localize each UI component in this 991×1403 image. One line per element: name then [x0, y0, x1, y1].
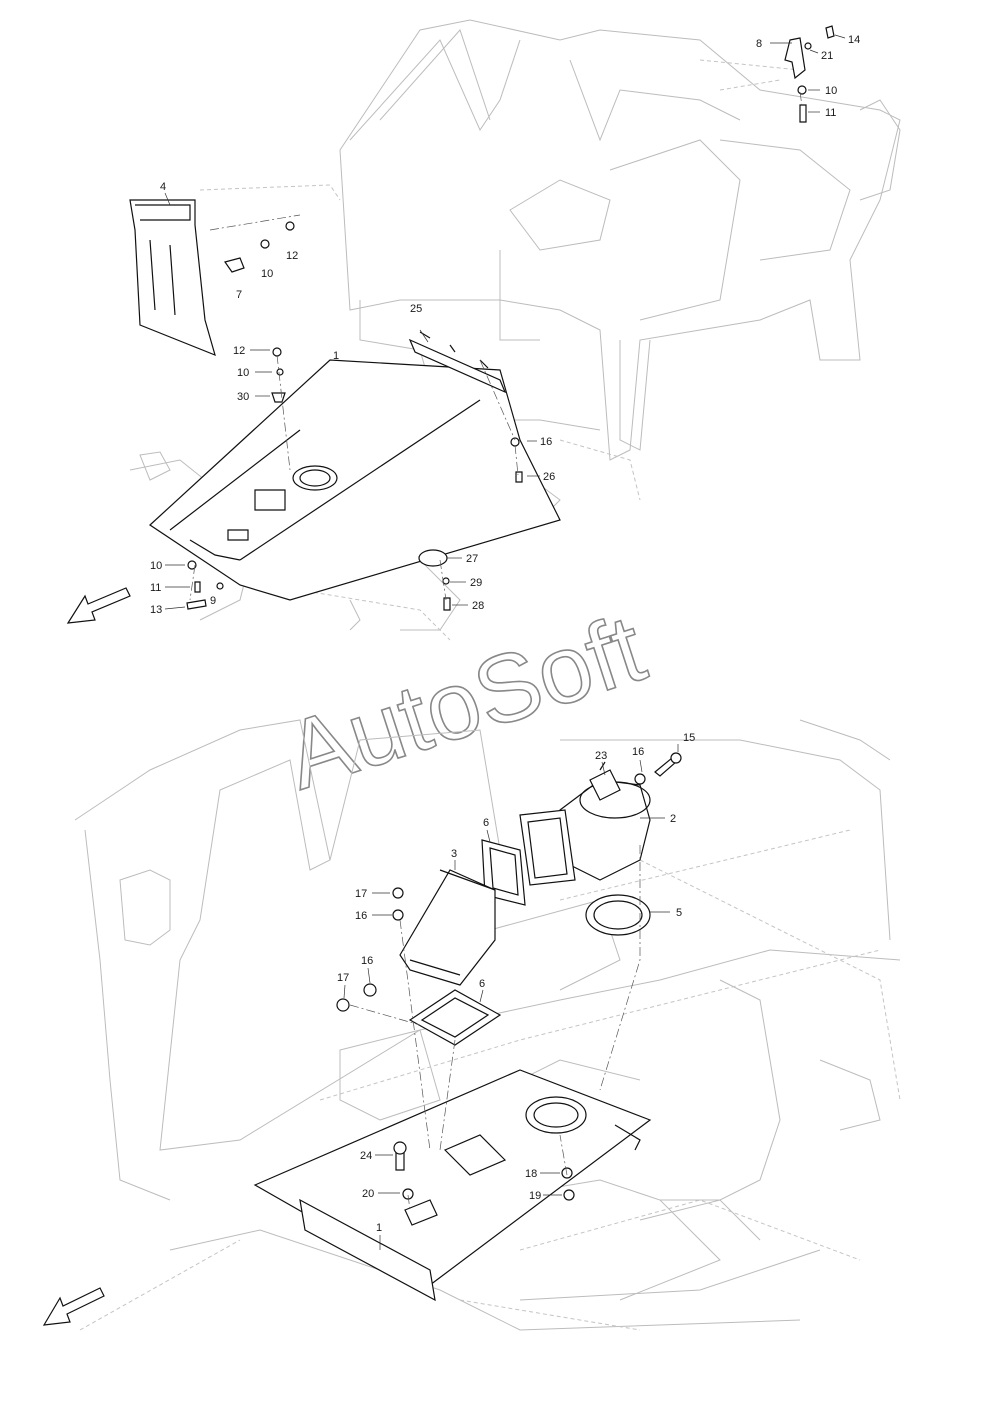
gasket-part-27: [418, 549, 448, 567]
callout-11: 11: [825, 107, 836, 119]
shield-part-4: [129, 199, 216, 357]
callout-21: 21: [821, 50, 833, 62]
callout-25: 25: [410, 303, 422, 315]
duct-part-3: [399, 869, 496, 986]
callout-28: 28: [472, 600, 484, 612]
callout-19: 19: [529, 1190, 541, 1202]
callout-23: 23: [595, 750, 607, 762]
plate-part-1: [149, 359, 561, 601]
callout-26: 26: [543, 471, 555, 483]
bottom-callouts: 23 16 15 2 6 3 17 16 5 16 17 6 24 20 18 …: [337, 732, 695, 1234]
bottom-assembly-lines: [349, 845, 641, 1211]
callout-18: 18: [525, 1168, 537, 1180]
callout-5: 5: [676, 907, 682, 919]
callout-16: 16: [355, 910, 367, 922]
callout-8: 8: [756, 38, 762, 50]
bottom-fasteners: [336, 773, 646, 1201]
bracket-part-8: [784, 37, 806, 80]
callout-4: 4: [160, 181, 166, 193]
callout-10: 10: [237, 367, 249, 379]
callout-14: 14: [848, 34, 860, 46]
callout-11: 11: [150, 582, 161, 594]
callout-9: 9: [210, 595, 216, 607]
callout-6: 6: [479, 978, 485, 990]
ring-part-5: [585, 894, 651, 936]
top-callouts: 4 12 10 7 8 14 21 10 11 25 12 1 10 30 16…: [150, 34, 860, 616]
plate-part-1-bottom: [253, 1069, 652, 1302]
callout-10: 10: [261, 268, 273, 280]
callout-16: 16: [632, 746, 644, 758]
callout-17: 17: [337, 972, 349, 984]
blower-part-2: [519, 779, 651, 886]
callout-16: 16: [361, 955, 373, 967]
top-fasteners: [186, 25, 835, 611]
gasket-part-6-lower: [408, 989, 502, 1046]
callout-24: 24: [360, 1150, 372, 1162]
callout-17: 17: [355, 888, 367, 900]
callout-15: 15: [683, 732, 695, 744]
callout-7: 7: [236, 289, 242, 301]
callout-6: 6: [483, 817, 489, 829]
callout-1: 1: [376, 1222, 382, 1234]
direction-arrow-icon: [66, 587, 131, 624]
top-assembly-lines: [189, 91, 803, 601]
callout-30: 30: [237, 391, 249, 403]
callout-12: 12: [286, 250, 298, 262]
bolt-part-15: [654, 752, 682, 777]
elbow-part-23: [589, 761, 621, 801]
callout-10: 10: [825, 85, 837, 97]
callout-29: 29: [470, 577, 482, 589]
bottom-machine-frame: [74, 719, 901, 1331]
callout-16: 16: [540, 436, 552, 448]
callout-20: 20: [362, 1188, 374, 1200]
callout-3: 3: [451, 848, 457, 860]
callout-2: 2: [670, 813, 676, 825]
top-leader-lines: [164, 34, 846, 610]
direction-arrow-icon: [42, 1287, 105, 1326]
callout-27: 27: [466, 553, 478, 565]
bottom-leader-lines: [343, 744, 679, 1250]
callout-12: 12: [233, 345, 245, 357]
top-machine-frame: [129, 19, 901, 641]
callout-13: 13: [150, 604, 162, 616]
callout-10: 10: [150, 560, 162, 572]
callout-1: 1: [333, 350, 339, 362]
